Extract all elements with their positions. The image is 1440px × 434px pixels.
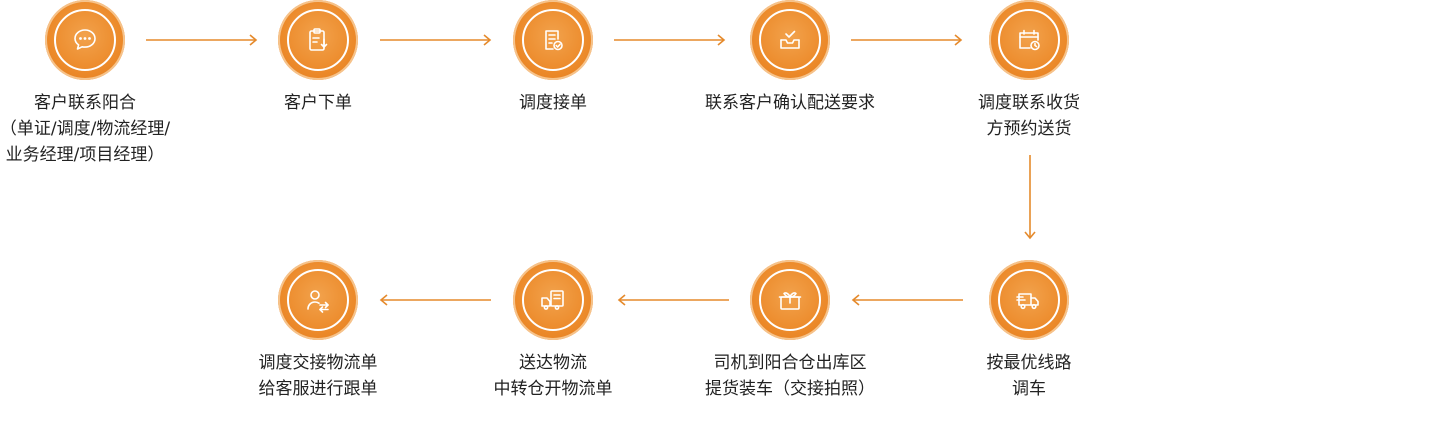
step-label-line: 送达物流 xyxy=(519,353,587,373)
arrow-right-2 xyxy=(380,34,492,46)
step-label-line: 给客服进行跟单 xyxy=(258,379,378,399)
inbox-check-icon xyxy=(780,30,800,49)
step-circle xyxy=(513,260,593,340)
step-circle xyxy=(45,0,125,80)
step-label-line: 调度接单 xyxy=(519,93,587,113)
step-circle xyxy=(278,0,358,80)
arrow-left-1 xyxy=(851,294,963,306)
arrow-left-2 xyxy=(617,294,729,306)
step-label-line: 按最优线路 xyxy=(986,353,1072,373)
truck-document-icon xyxy=(541,290,564,310)
step-label-line: 业务经理/项目经理） xyxy=(5,145,165,165)
step-label-line: （单证/调度/物流经理/ xyxy=(0,119,171,139)
delivery-truck-icon xyxy=(1016,293,1039,310)
step-label-line: 司机到阳合仓出库区 xyxy=(713,353,867,373)
step-label-line: 客户下单 xyxy=(284,93,352,113)
chat-bubble-icon xyxy=(74,29,96,50)
clipboard-download-icon xyxy=(309,28,328,51)
step-label-line: 调车 xyxy=(1012,379,1046,399)
arrow-right-3 xyxy=(614,34,726,46)
user-transfer-icon xyxy=(307,290,329,313)
step-circle xyxy=(513,0,593,80)
step-label-line: 提货装车（交接拍照） xyxy=(705,379,875,399)
step-label-line: 方预约送货 xyxy=(986,119,1072,139)
arrow-down xyxy=(1024,155,1036,240)
calendar-clock-icon xyxy=(1019,29,1040,51)
step-circle xyxy=(750,0,830,80)
step-label-line: 调度交接物流单 xyxy=(258,353,378,373)
package-box-icon xyxy=(778,292,802,310)
step-circle xyxy=(989,260,1069,340)
step-label-line: 客户联系阳合 xyxy=(34,93,136,113)
arrow-right-1 xyxy=(146,34,258,46)
arrow-left-3 xyxy=(379,294,491,306)
step-label-line: 调度联系收货 xyxy=(978,93,1080,113)
step-circle xyxy=(278,260,358,340)
step-label-line: 中转仓开物流单 xyxy=(493,379,613,399)
step-circle xyxy=(989,0,1069,80)
step-circle xyxy=(750,260,830,340)
arrow-right-4 xyxy=(851,34,963,46)
document-check-icon xyxy=(545,30,563,51)
step-label-line: 联系客户确认配送要求 xyxy=(705,93,875,113)
